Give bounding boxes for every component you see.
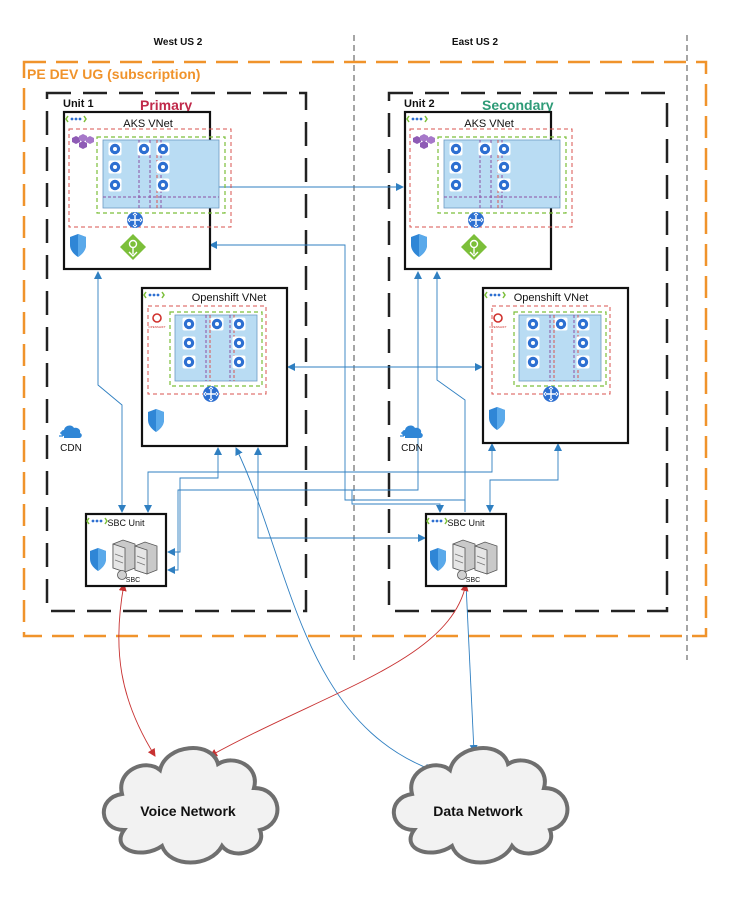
sbc-unit-label: SBC Unit	[447, 518, 485, 528]
data-network-label: Data Network	[433, 803, 523, 819]
unit-1-role: Primary	[140, 97, 192, 113]
subscription-label: PE DEV UG (subscription)	[27, 66, 200, 82]
link-openshift2-sbc2	[486, 443, 562, 513]
openshift-logo-text: OPENSHIFT	[148, 325, 165, 329]
voice-network-label: Voice Network	[140, 803, 236, 819]
sbc-label: SBC	[126, 577, 140, 584]
aks-vnet-unit-2: AKS VNet	[403, 110, 572, 271]
unit-2-label: Unit 2	[404, 98, 435, 110]
sbc-unit-label: SBC Unit	[107, 518, 145, 528]
voice-links	[118, 583, 469, 757]
openshift-icon	[152, 313, 162, 323]
voice-network-cloud: Voice Network	[101, 746, 280, 865]
region-label-east: East US 2	[452, 37, 499, 48]
sbc-unit-1: SBC Unit SBC	[84, 512, 168, 588]
cdn-label: CDN	[401, 443, 423, 454]
load-balancer-icon	[542, 385, 560, 403]
sbc-unit-2: SBC Unit SBC	[424, 512, 508, 588]
network-links	[94, 183, 562, 772]
link-sbc1-voice	[118, 583, 156, 757]
openshift-vnet-label: Openshift VNet	[192, 292, 267, 304]
subscription-boundary	[22, 60, 708, 638]
link-aks2-sbc2	[351, 271, 444, 513]
region-label-west: West US 2	[154, 37, 203, 48]
data-network-cloud: Data Network	[391, 746, 570, 865]
unit-2-boundary	[387, 91, 669, 613]
link-aks1-sbc1	[94, 271, 126, 513]
aks-vnet-label: AKS VNet	[464, 118, 514, 130]
link-sbc2-voice	[209, 583, 469, 757]
openshift-vnet-unit-2: Openshift VNet OPENSHIFT	[481, 286, 630, 445]
link-sbc2-data	[465, 583, 478, 753]
openshift-vnet-unit-1: Openshift VNet OPENSHIFT	[140, 286, 289, 448]
unit-1-label: Unit 1	[63, 98, 94, 110]
aks-vnet-label: AKS VNet	[123, 118, 173, 130]
sbc-label: SBC	[466, 577, 480, 584]
link-aks2b-sbc2	[433, 271, 466, 512]
cdn-label: CDN	[60, 443, 82, 454]
link-openshift1-sbc2	[254, 447, 426, 542]
link-openshift1-sbc1	[167, 447, 222, 556]
link-openshift1-data	[235, 447, 433, 772]
openshift-logo-text: OPENSHIFT	[489, 325, 506, 329]
cdn-icon	[399, 424, 424, 439]
openshift-icon	[493, 313, 503, 323]
load-balancer-icon	[467, 211, 485, 229]
unit-1-boundary	[45, 91, 308, 613]
openshift-vnet-label: Openshift VNet	[514, 292, 589, 304]
unit-2-role: Secondary	[482, 97, 554, 113]
cdn-icon	[58, 424, 83, 439]
load-balancer-icon	[202, 385, 220, 403]
load-balancer-icon	[126, 211, 144, 229]
aks-vnet-unit-1: AKS VNet	[62, 110, 231, 271]
link-sbc1-east	[167, 489, 412, 574]
